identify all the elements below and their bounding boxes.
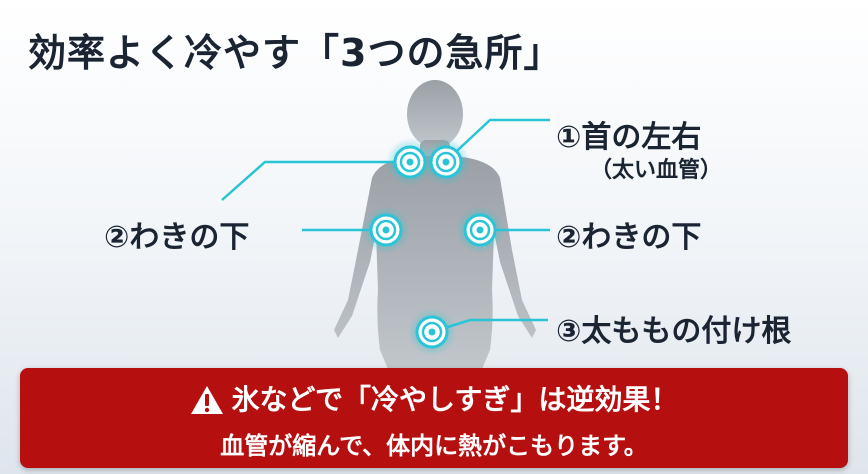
label-neck: ①首の左右 xyxy=(556,120,702,155)
label-armpit-left: ②わきの下 xyxy=(104,220,250,255)
warning-line-1: 氷などで「冷やしすぎ」は逆効果！ xyxy=(20,378,848,422)
label-armpit-right: ②わきの下 xyxy=(556,220,702,255)
marker-thigh xyxy=(408,308,456,356)
marker-armpit-left xyxy=(362,206,410,254)
marker-armpit-right xyxy=(456,206,504,254)
warning-line-2: 血管が縮んで、体内に熱がこもります。 xyxy=(220,432,648,460)
warning-line-1-text: 氷などで「冷やしすぎ」は逆効果！ xyxy=(231,383,679,416)
label-thigh: ③太ももの付け根 xyxy=(556,314,792,349)
page-title: 効率よく冷やす「3つの急所」 xyxy=(28,31,563,75)
label-neck-sub: （太い血管） xyxy=(590,158,723,183)
warning-banner: 氷などで「冷やしすぎ」は逆効果！ 血管が縮んで、体内に熱がこもります。 xyxy=(20,368,848,468)
marker-neck-right xyxy=(422,138,470,186)
marker-neck-left xyxy=(386,138,434,186)
warning-triangle-icon xyxy=(190,385,224,422)
